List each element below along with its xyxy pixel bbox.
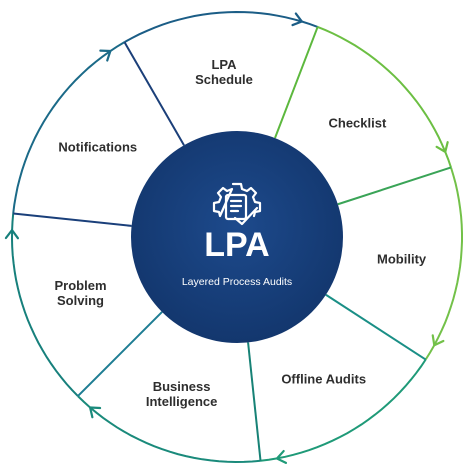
spoke-line [337, 166, 452, 206]
segment-label: Schedule [195, 72, 253, 87]
spoke-line [274, 26, 319, 139]
ring-arc [12, 41, 126, 214]
spoke-line [325, 293, 427, 361]
spoke-line [77, 311, 163, 397]
ring-arc [317, 25, 452, 168]
segment-label: Business [153, 379, 211, 394]
spoke-lines [13, 26, 452, 461]
spoke-line [247, 342, 262, 461]
segment-label: Mobility [377, 252, 427, 267]
segment-label: Solving [57, 293, 104, 308]
cycle-arrowheads [4, 12, 449, 464]
segment-label: Problem [54, 278, 106, 293]
arrowhead-icon [4, 229, 20, 240]
ring-arc [124, 10, 318, 43]
hub-circle [131, 131, 343, 343]
segment-label: Checklist [328, 116, 386, 131]
segment-label: Notifications [58, 140, 137, 155]
arrowhead-icon [89, 406, 102, 419]
ring-arc [424, 167, 463, 361]
ring-arc [77, 395, 261, 464]
spoke-line [123, 41, 185, 146]
spoke-line [13, 212, 132, 227]
arrowhead-icon [99, 49, 112, 62]
hub-subtitle: Layered Process Audits [182, 276, 292, 288]
segment-label: Intelligence [146, 394, 218, 409]
arrowhead-icon [291, 12, 303, 27]
hub-title: LPA [204, 226, 269, 264]
ring-arc [10, 213, 79, 397]
arrowhead-icon [435, 141, 449, 153]
segment-label: LPA [211, 57, 237, 72]
gear-document-check-icon [212, 182, 262, 226]
ring-arc [260, 358, 427, 462]
arrowhead-icon [275, 449, 288, 464]
arrowhead-icon [431, 334, 445, 347]
cycle-ring [10, 10, 463, 464]
segment-label: Offline Audits [281, 372, 366, 387]
